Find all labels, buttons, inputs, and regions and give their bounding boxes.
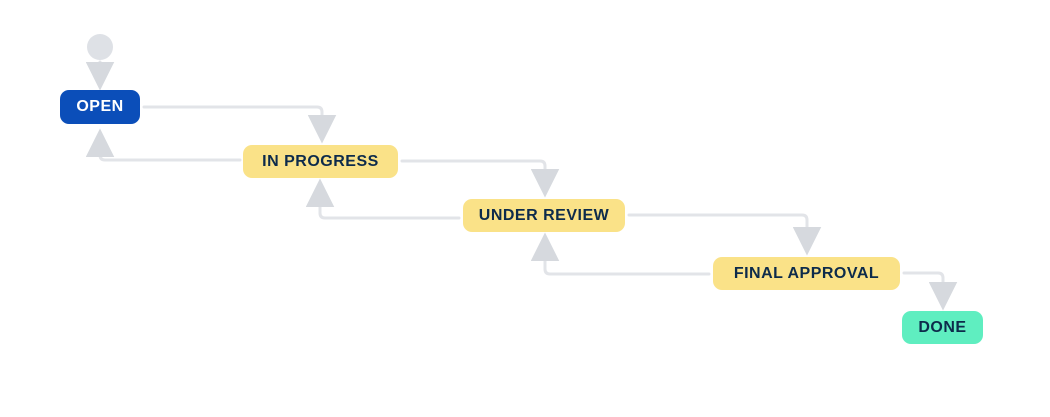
status-open[interactable]: OPEN bbox=[60, 90, 140, 124]
start-node-circle bbox=[87, 34, 113, 60]
transition-final-approval-to-done bbox=[902, 271, 958, 311]
status-under-review[interactable]: UNDER REVIEW bbox=[463, 199, 625, 232]
transition-under-review-back-to-in-progress bbox=[305, 178, 461, 220]
transition-final-approval-back-to-under-review bbox=[530, 232, 711, 276]
status-in-progress[interactable]: IN PROGRESS bbox=[243, 145, 398, 178]
transition-open-to-in-progress bbox=[142, 105, 337, 144]
transition-under-review-to-final-approval bbox=[627, 213, 822, 256]
status-final-approval[interactable]: FINAL APPROVAL bbox=[713, 257, 900, 290]
transition-in-progress-to-under-review bbox=[400, 159, 560, 198]
status-done[interactable]: DONE bbox=[902, 311, 983, 344]
transition-in-progress-back-to-open bbox=[85, 128, 242, 162]
